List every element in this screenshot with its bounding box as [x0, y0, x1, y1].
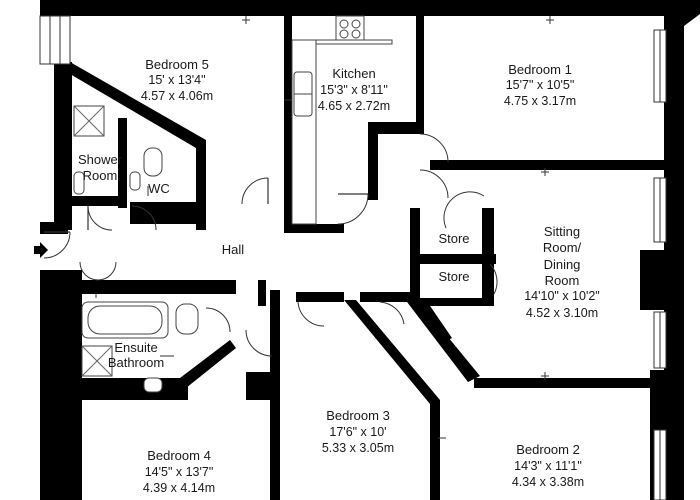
wc-basin-icon [129, 171, 141, 191]
wc-toilet-icon [143, 147, 163, 177]
bedroom1-metric: 4.75 x 3.17m [504, 94, 576, 108]
hall-name: Hall [222, 242, 245, 257]
bedroom1-imperial: 15'7" x 10'5" [506, 78, 575, 92]
ensuite-basin-icon [143, 377, 163, 393]
room-hall: Hall [222, 242, 245, 257]
ensuite-fixtures [81, 301, 199, 393]
bedroom5-metric: 4.57 x 4.06m [141, 89, 213, 103]
shower-basin-icon [73, 171, 85, 195]
kitchen-name: Kitchen [332, 66, 375, 81]
bedroom2-name: Bedroom 2 [516, 442, 580, 457]
kitchen-fixtures [291, 15, 393, 225]
window-bedroom5 [39, 15, 71, 65]
doors [43, 133, 498, 357]
shower-fixtures [73, 105, 105, 195]
wc-name: WC [148, 181, 170, 196]
bedroom2-imperial: 14'3" x 11'1" [514, 459, 582, 473]
store1-name: Store [438, 231, 469, 246]
bedroom4-imperial: 14'5" x 13'7" [145, 465, 214, 479]
room-kitchen: Kitchen 15'3" x 8'11" 4.65 x 2.72m [318, 66, 390, 113]
shower-line2: Room [83, 168, 118, 183]
room-bedroom-4: Bedroom 4 14'5" x 13'7" 4.39 x 4.14m [143, 448, 215, 495]
room-ensuite: Ensuite Bathroom [108, 340, 164, 370]
room-bedroom-1: Bedroom 1 15'7" x 10'5" 4.75 x 3.17m [504, 62, 576, 108]
walls [40, 0, 700, 500]
entrance-arrow-icon [34, 242, 48, 258]
dimension-ticks [95, 16, 554, 439]
wc-fixtures [129, 147, 163, 191]
room-bedroom-3: Bedroom 3 17'6" x 10' 5.33 x 3.05m [322, 408, 394, 455]
room-store-lower: Store [438, 269, 469, 284]
bedroom4-name: Bedroom 4 [147, 448, 211, 463]
sitting-imperial: 14'10" x 10'2" [524, 289, 600, 303]
bedroom3-metric: 5.33 x 3.05m [322, 441, 394, 455]
ensuite-line1: Ensuite [114, 340, 157, 355]
store2-name: Store [438, 269, 469, 284]
bedroom4-metric: 4.39 x 4.14m [143, 481, 215, 495]
bedroom5-imperial: 15' x 13'4" [148, 73, 205, 87]
sitting-metric: 4.52 x 3.10m [526, 306, 598, 320]
ensuite-toilet-icon [175, 303, 199, 335]
kitchen-counter [291, 39, 317, 225]
bedroom2-metric: 4.34 x 3.38m [512, 475, 584, 489]
sitting-line2: Room/ [543, 240, 582, 255]
room-bedroom-2: Bedroom 2 14'3" x 11'1" 4.34 x 3.38m [512, 442, 584, 489]
sitting-line1: Sitting [544, 224, 580, 239]
bedroom1-name: Bedroom 1 [508, 62, 572, 77]
kitchen-imperial: 15'3" x 8'11" [320, 83, 388, 97]
windows [39, 15, 667, 500]
room-bedroom-5: Bedroom 5 15' x 13'4" 4.57 x 4.06m [141, 57, 213, 103]
bedroom3-name: Bedroom 3 [326, 408, 390, 423]
room-sitting-dining: Sitting Room/ Dining Room 14'10" x 10'2"… [524, 224, 600, 320]
room-store-upper: Store [438, 231, 469, 246]
room-wc: WC [148, 181, 170, 196]
bedroom3-imperial: 17'6" x 10' [329, 425, 386, 439]
kitchen-metric: 4.65 x 2.72m [318, 99, 390, 113]
shower-line1: Shower [78, 152, 123, 167]
ensuite-line2: Bathroom [108, 355, 164, 370]
kitchen-counter-top [315, 39, 393, 45]
room-shower: Shower Room [78, 152, 123, 183]
bedroom5-name: Bedroom 5 [145, 57, 209, 72]
sitting-line4: Room [545, 273, 580, 288]
sitting-line3: Dining [544, 257, 581, 272]
